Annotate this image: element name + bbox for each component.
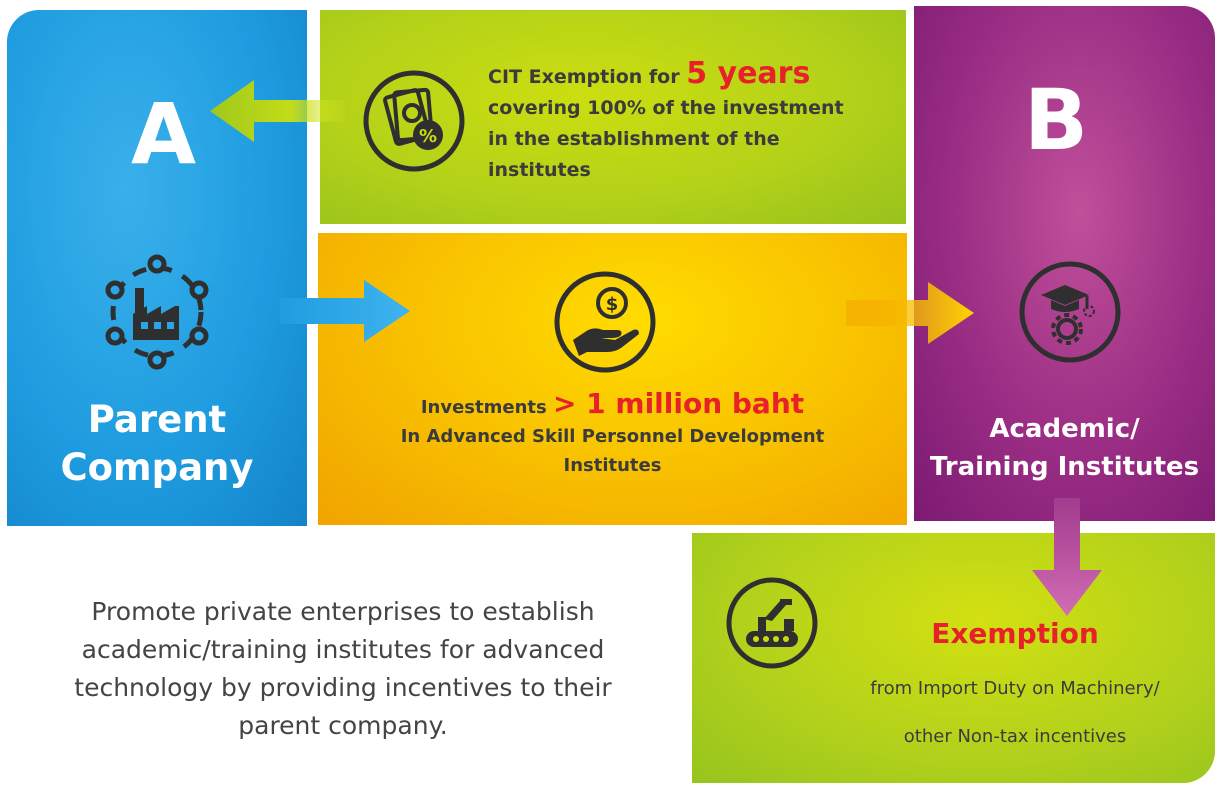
arrow-right-to-investment	[280, 280, 410, 342]
arrow-right-to-institutes	[846, 282, 974, 344]
training-institutes-title: Academic/ Training Institutes	[914, 410, 1215, 486]
arrow-down-to-exemption	[1032, 498, 1102, 616]
money-percent-icon: %	[363, 70, 465, 172]
investment-line1: Investments > 1 million baht	[318, 389, 907, 422]
cit-exemption-text: CIT Exemption for 5 years covering 100% …	[488, 58, 844, 186]
parent-company-title-line2: Company	[60, 446, 254, 489]
exemption-line1: from Import Duty on Machinery/	[870, 678, 1160, 699]
investment-line2: In Advanced Skill Personnel Development	[400, 426, 825, 447]
investment-panel: $ Investments > 1 million baht In Advanc…	[318, 233, 907, 525]
cit-line2: covering 100% of the investment	[488, 97, 844, 119]
cit-exemption-panel: % CIT Exemption for 5 years covering 100…	[320, 10, 906, 224]
parent-company-title: Parent Company	[7, 396, 307, 492]
letter-b: B	[1024, 71, 1089, 169]
cit-line4: institutes	[488, 159, 591, 181]
investment-highlight: > 1 million baht	[552, 387, 805, 420]
parent-company-panel: A Parent Company	[7, 10, 307, 526]
svg-text:%: %	[419, 126, 437, 147]
description-line4: parent company.	[238, 711, 448, 740]
import-duty-exemption-panel: Exemption from Import Duty on Machinery/…	[692, 533, 1215, 783]
arrow-left-to-parent	[210, 80, 345, 142]
cit-line3: in the establishment of the	[488, 128, 780, 150]
exemption-line2: other Non-tax incentives	[903, 726, 1127, 747]
investment-text: Investments > 1 million baht In Advanced…	[318, 389, 907, 480]
hand-coin-icon: $	[554, 271, 656, 373]
training-institutes-title-line1: Academic/	[989, 414, 1140, 444]
training-institutes-panel: B Academic/ Training Institutes	[914, 6, 1215, 521]
exemption-details: from Import Duty on Machinery/ other Non…	[815, 665, 1215, 761]
description-line1: Promote private enterprises to establish	[91, 597, 595, 626]
cit-prefix: CIT Exemption for	[488, 66, 687, 88]
machinery-conveyor-icon	[726, 577, 818, 669]
description-line2: academic/training institutes for advance…	[81, 635, 605, 664]
training-institutes-title-line2: Training Institutes	[929, 452, 1200, 482]
investment-line3: Institutes	[563, 455, 662, 476]
factory-network-icon	[105, 254, 209, 370]
parent-company-title-line1: Parent	[87, 398, 227, 441]
description-line3: technology by providing incentives to th…	[74, 673, 612, 702]
investment-prefix: Investments	[420, 397, 553, 418]
cit-highlight: 5 years	[686, 56, 811, 91]
cit-line1: CIT Exemption for 5 years	[488, 58, 844, 93]
graduation-gear-icon	[1019, 261, 1121, 363]
svg-text:$: $	[606, 294, 619, 315]
description-text: Promote private enterprises to establish…	[28, 593, 658, 745]
exemption-title: Exemption	[931, 617, 1099, 650]
letter-a: A	[131, 85, 197, 183]
